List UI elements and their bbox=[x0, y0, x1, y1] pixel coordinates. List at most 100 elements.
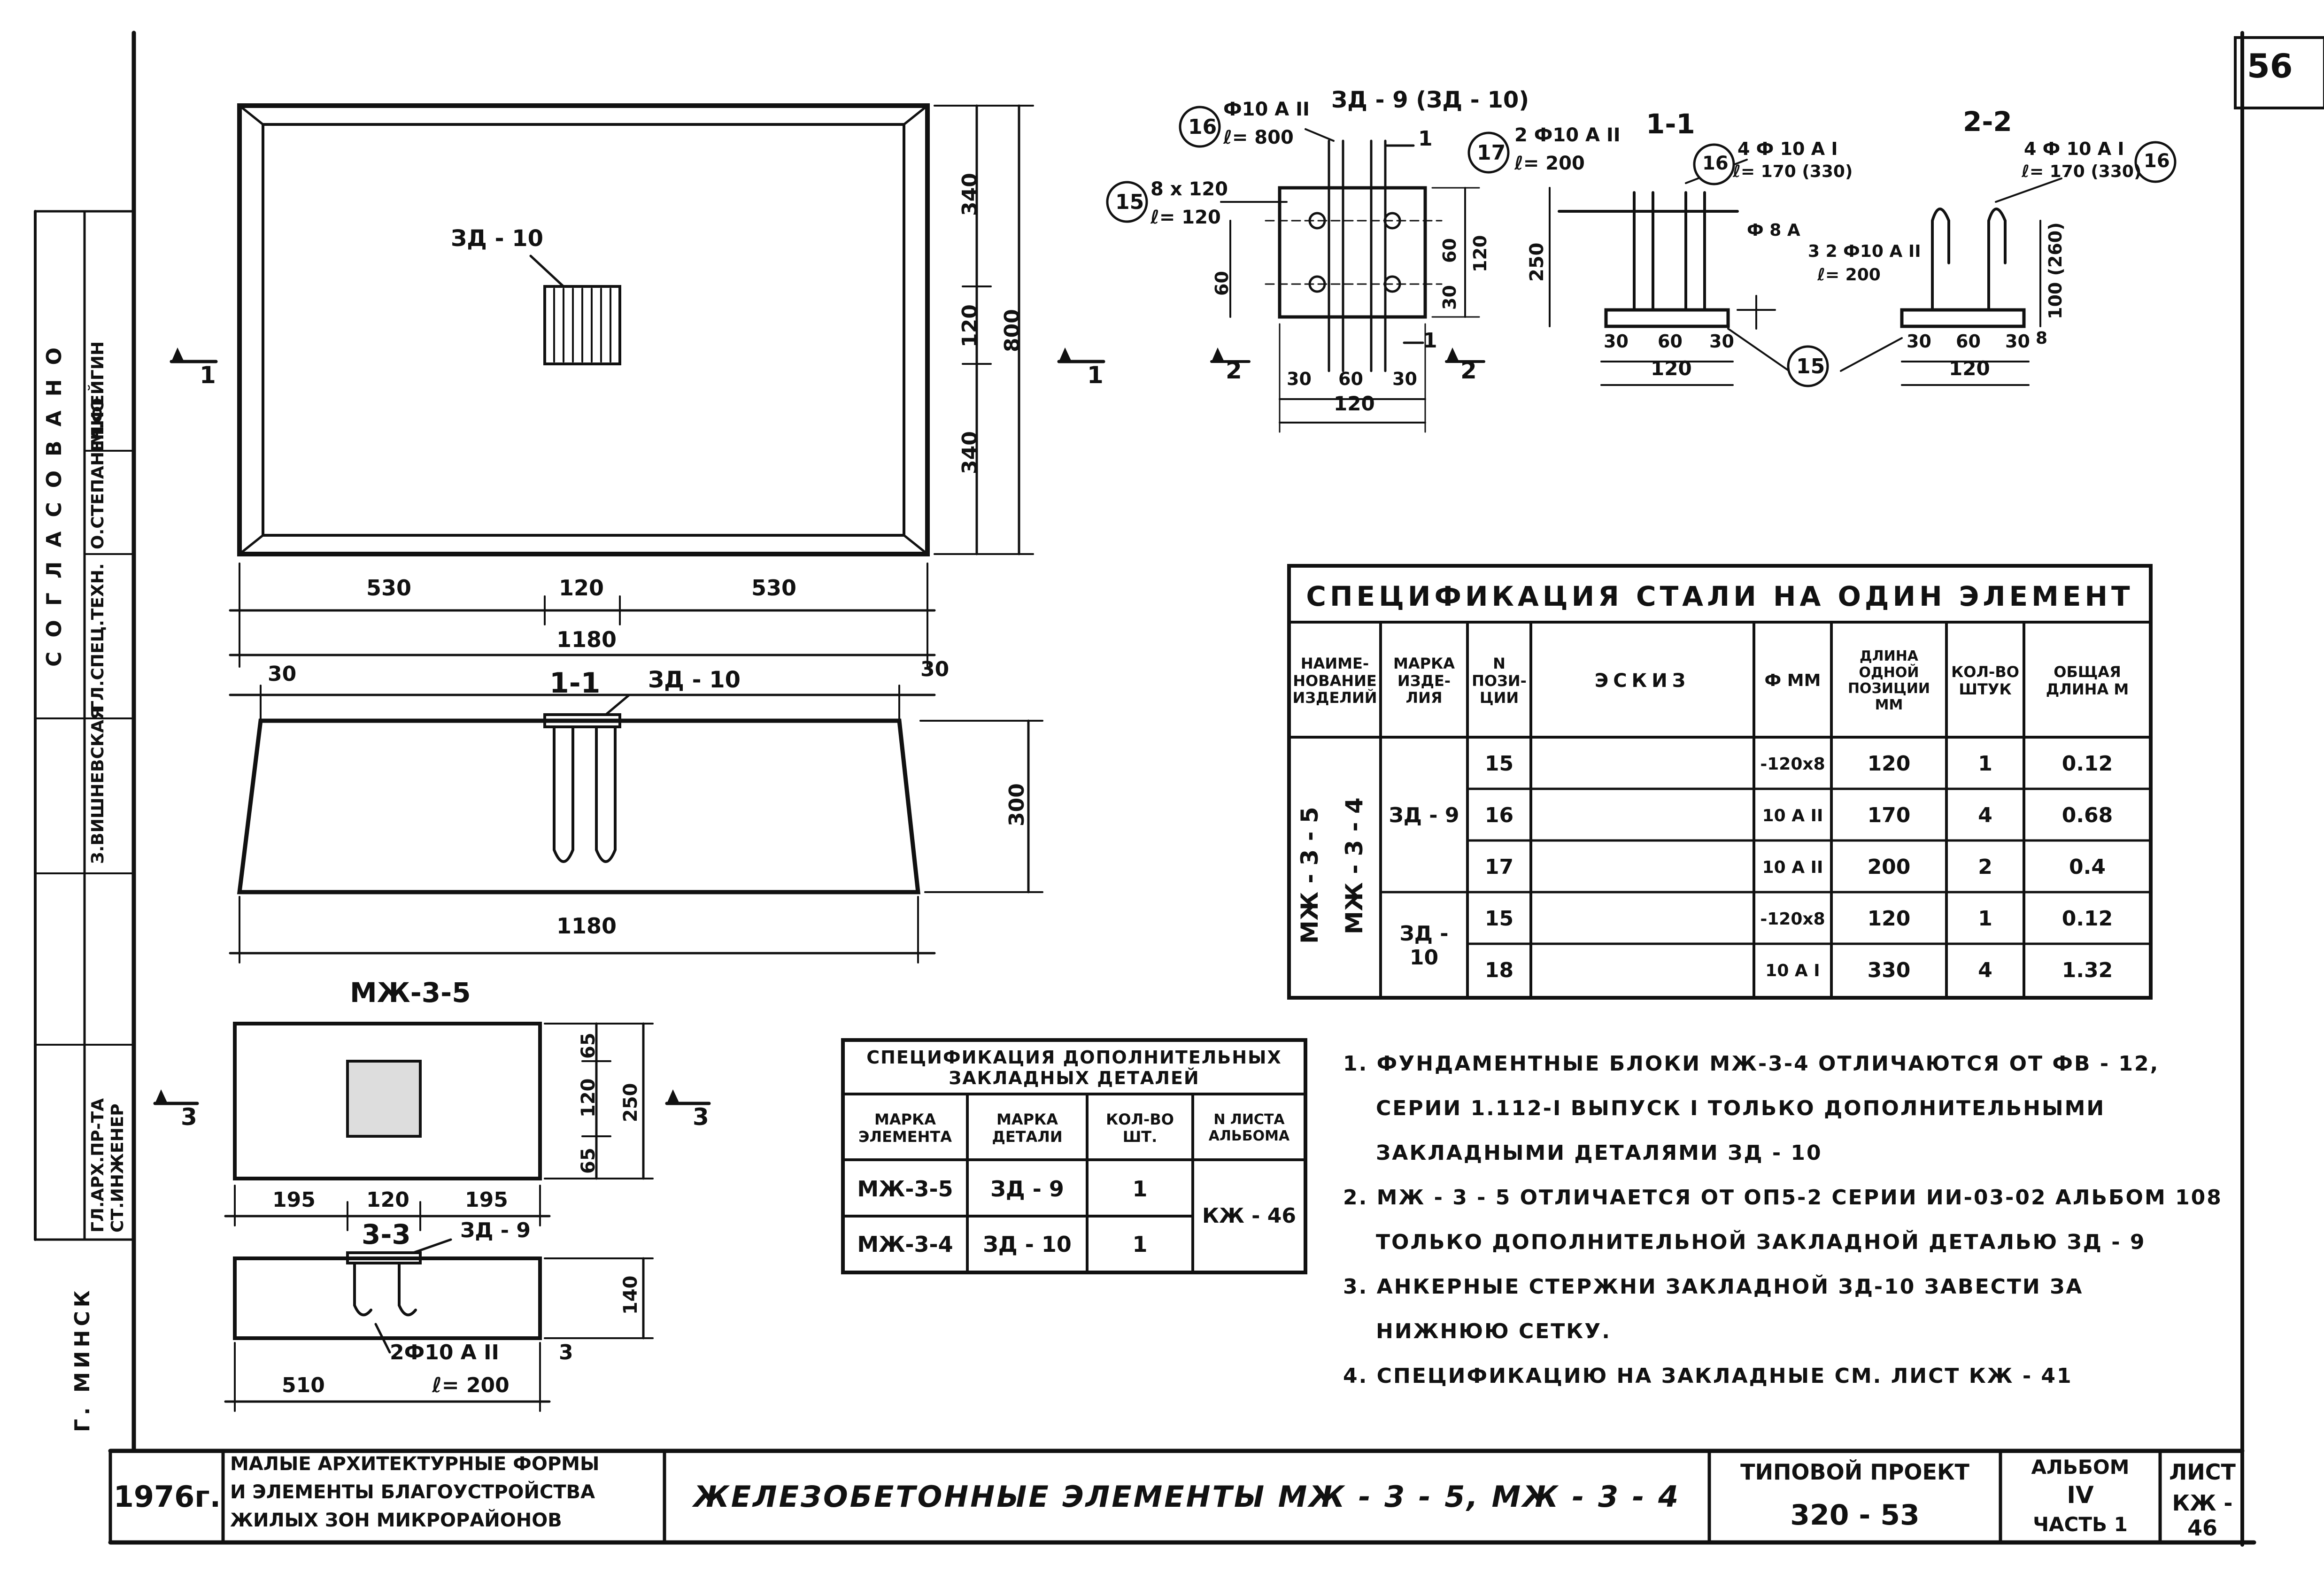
steel-spec-row-4-len: 120 bbox=[1867, 907, 1911, 931]
extra-spec-sheet-ref: КЖ - 46 bbox=[1202, 1203, 1296, 1228]
zd9-dim-30-left: 30 bbox=[1287, 369, 1312, 389]
note-4-line-1: 4. СПЕЦИФИКАЦИЮ НА ЗАКЛАДНЫЕ СМ. ЛИСТ КЖ… bbox=[1343, 1364, 2073, 1388]
detail-1-1-rebar: 4 Ф 10 А I bbox=[1737, 139, 1838, 159]
title-block-desc-2: И ЭЛЕМЕНТЫ БЛАГОУСТРОЙСТВА bbox=[230, 1481, 595, 1503]
small-block-dim-h3: 65 bbox=[578, 1148, 599, 1174]
zd9-dim-v60: 60 bbox=[1439, 238, 1460, 263]
small-block-dim-w1: 195 bbox=[272, 1188, 316, 1212]
steel-spec-header-mark: МАРКА ИЗДЕ-ЛИЯ bbox=[1393, 654, 1455, 707]
detail-2-2-dim-60: 60 bbox=[1956, 331, 1981, 352]
steel-spec-row-3-pos: 17 bbox=[1484, 855, 1514, 879]
section-3-3-outline bbox=[233, 1256, 542, 1340]
zd9-cut-2-left: 2 bbox=[1226, 357, 1242, 384]
zd9-cut-1-top: 1 bbox=[1418, 127, 1433, 151]
approval-name-3: М.ФЕЙГИН bbox=[88, 341, 108, 446]
detail-2-2-dim-8: 8 bbox=[2036, 329, 2048, 348]
plan-cut-mark-right: 1 bbox=[1087, 362, 1104, 389]
small-block-cut-right: 3 bbox=[693, 1103, 709, 1131]
note-1-line-3: ЗАКЛАДНЫМИ ДЕТАЛЯМИ ЗД - 10 bbox=[1376, 1141, 1822, 1165]
detail-2-2-rebar-len: ℓ= 170 (330) bbox=[2022, 162, 2142, 181]
note-1-line-2: СЕРИИ 1.112-I ВЫПУСК I ТОЛЬКО ДОПОЛНИТЕЛ… bbox=[1376, 1096, 2106, 1120]
steel-spec-row-2-total: 0.68 bbox=[2061, 803, 2113, 828]
zd9-callout-17: 17 bbox=[1477, 141, 1506, 165]
steel-spec-header-total: ОБЩАЯ ДЛИНА М bbox=[2046, 663, 2129, 698]
detail-2-2-dim-120: 120 bbox=[1949, 357, 1990, 380]
steel-spec-header-pos: N ПОЗИ-ЦИИ bbox=[1472, 654, 1527, 707]
plan-cut-mark-left: 1 bbox=[200, 362, 216, 389]
steel-spec-header-sketch: ЭСКИЗ bbox=[1594, 670, 1691, 692]
plan-dim-mid: 120 bbox=[958, 304, 982, 347]
plan-dim-bottom: 340 bbox=[958, 431, 982, 474]
title-block-title: ЖЕЛЕЗОБЕТОННЫЕ ЭЛЕМЕНТЫ МЖ - 3 - 5, МЖ -… bbox=[693, 1479, 1681, 1514]
extra-spec-row-2-element: МЖ-3-4 bbox=[857, 1231, 953, 1257]
title-block-part: ЧАСТЬ 1 bbox=[2033, 1513, 2128, 1536]
detail-1-1-dim-60: 60 bbox=[1658, 331, 1683, 352]
steel-spec-row-4-qty: 1 bbox=[1978, 907, 1992, 931]
section-3-3-rebar: 2Ф10 А II bbox=[390, 1341, 499, 1364]
extra-spec-row-1-qty: 1 bbox=[1132, 1176, 1148, 1202]
steel-spec-row-1-total: 0.12 bbox=[2061, 752, 2113, 776]
zd9-cut-2-right: 2 bbox=[1460, 357, 1477, 384]
small-block-title: МЖ-3-5 bbox=[350, 977, 471, 1009]
detail-2-2-rebar: 4 Ф 10 А I bbox=[2024, 139, 2124, 159]
plan-dim-left: 530 bbox=[366, 575, 412, 601]
steel-spec-row-2-dia: 10 А II bbox=[1762, 806, 1823, 825]
section-1-1-outline bbox=[237, 718, 921, 894]
detail-2-2-dim-30b: 30 bbox=[2005, 331, 2030, 352]
steel-spec-row-1-len: 120 bbox=[1867, 752, 1911, 776]
approval-role-2: ГЛ.СПЕЦ.ТЕХН. bbox=[88, 563, 108, 711]
detail-1-1-plate: 15 bbox=[1796, 355, 1825, 378]
steel-spec-row-5-len: 330 bbox=[1867, 958, 1911, 983]
note-3-line-1: 3. АНКЕРНЫЕ СТЕРЖНИ ЗАКЛАДНОЙ ЗД-10 ЗАВЕ… bbox=[1343, 1275, 2084, 1299]
title-block-desc-3: ЖИЛЫХ ЗОН МИКРОРАЙОНОВ bbox=[230, 1510, 562, 1531]
detail-1-1-dim-30a: 30 bbox=[1604, 331, 1629, 352]
small-block-dim-w2: 120 bbox=[366, 1188, 409, 1212]
sheet-number: 56 bbox=[2247, 47, 2293, 85]
note-2-line-2: ТОЛЬКО ДОПОЛНИТЕЛЬНОЙ ЗАКЛАДНОЙ ДЕТАЛЬЮ … bbox=[1376, 1230, 2146, 1254]
zd9-callout-16-text: Ф10 А II bbox=[1223, 99, 1310, 120]
approval-role-1: ГЛ.АРХ.ПР-ТА bbox=[88, 1098, 108, 1233]
note-3-line-2: НИЖНЮЮ СЕТКУ. bbox=[1376, 1319, 1611, 1343]
steel-spec-row-3-len: 200 bbox=[1867, 855, 1911, 879]
steel-spec-mark-1: ЗД - 9 bbox=[1389, 803, 1459, 828]
small-block-dim-w3: 195 bbox=[465, 1188, 508, 1212]
extra-spec-row-2-qty: 1 bbox=[1132, 1231, 1148, 1257]
zd9-dim-120: 120 bbox=[1334, 392, 1375, 415]
note-2-line-1: 2. МЖ - 3 - 5 ОТЛИЧАЕТСЯ ОТ ОП5-2 СЕРИИ … bbox=[1343, 1186, 2223, 1210]
extra-spec-frame bbox=[841, 1038, 1307, 1274]
steel-spec-row-1-dia: -120х8 bbox=[1760, 754, 1825, 774]
zd9-plate bbox=[1278, 186, 1427, 319]
zd9-callout-17-text: 2 Ф10 А II bbox=[1514, 124, 1621, 146]
steel-spec-row-5-dia: 10 А I bbox=[1765, 961, 1820, 980]
section-1-1-dim-bottom: 1180 bbox=[556, 913, 617, 939]
extra-spec-header-detail: МАРКА ДЕТАЛИ bbox=[992, 1110, 1063, 1146]
zd9-cut-1-bottom: 1 bbox=[1423, 329, 1437, 353]
zd9-dim-left60: 60 bbox=[1212, 271, 1232, 296]
steel-spec-row-3-total: 0.4 bbox=[2069, 855, 2106, 879]
zd9-callout-15: 15 bbox=[1115, 190, 1144, 214]
zd9-dim-v120: 120 bbox=[1470, 235, 1490, 272]
steel-spec-row-2-pos: 16 bbox=[1484, 803, 1514, 828]
steel-spec-header-length: ДЛИНА ОДНОЙ ПОЗИЦИИ ММ bbox=[1847, 648, 1930, 713]
city-label: Г. МИНСК bbox=[70, 1287, 94, 1432]
steel-spec-row-5-qty: 4 bbox=[1978, 958, 1992, 983]
detail-2-2-title: 2-2 bbox=[1963, 106, 2012, 138]
section-3-3-title: 3-3 bbox=[362, 1218, 411, 1250]
plan-dim-center: 120 bbox=[559, 575, 604, 601]
small-block-plan bbox=[233, 1022, 542, 1180]
extra-spec-row-2-detail: ЗД - 10 bbox=[983, 1231, 1072, 1257]
approval-role-3: СТ.ИНЖЕНЕР bbox=[108, 1103, 127, 1233]
note-1-line-1: 1. ФУНДАМЕНТНЫЕ БЛОКИ МЖ-3-4 ОТЛИЧАЮТСЯ … bbox=[1343, 1052, 2160, 1076]
title-block-sheet-code: КЖ - 46 bbox=[2172, 1490, 2233, 1541]
title-block-desc-1: МАЛЫЕ АРХИТЕКТУРНЫЕ ФОРМЫ bbox=[230, 1453, 600, 1475]
sheet-number-box bbox=[2234, 36, 2324, 109]
steel-spec-row-2-qty: 4 bbox=[1978, 803, 1992, 828]
zd9-callout-16-len: ℓ= 800 bbox=[1223, 127, 1294, 148]
small-block-cut-left: 3 bbox=[181, 1103, 197, 1131]
steel-spec-row-4-total: 0.12 bbox=[2061, 907, 2113, 931]
section-3-3-dim-height: 140 bbox=[620, 1275, 641, 1315]
detail-1-1-dim-height: 250 bbox=[1526, 242, 1548, 282]
small-block-dim-total: 250 bbox=[620, 1083, 641, 1123]
zd9-callout-17-len: ℓ= 200 bbox=[1514, 153, 1585, 174]
